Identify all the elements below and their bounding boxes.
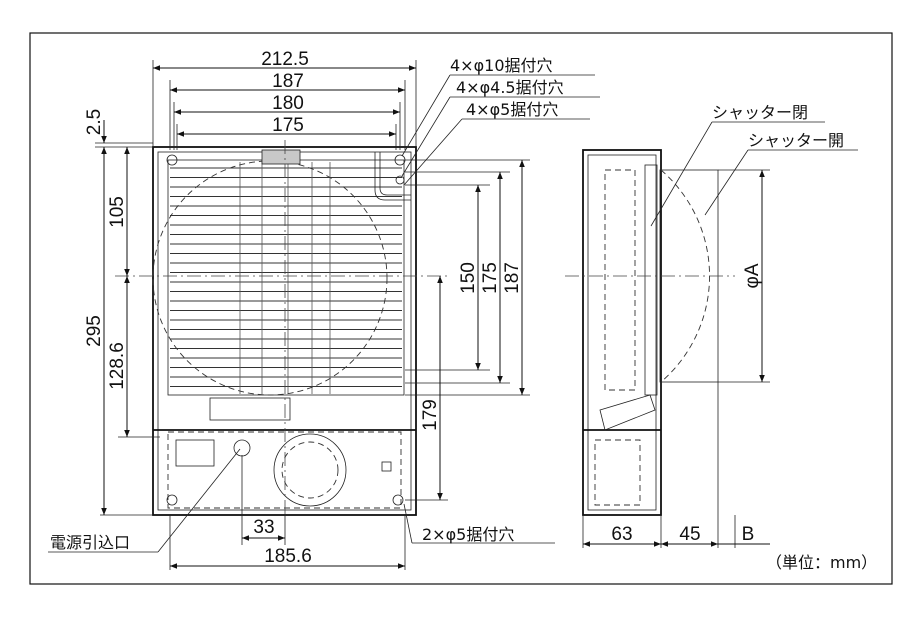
front-left-dims: 2.5 295 105 128.6	[84, 109, 160, 516]
side-dims: φA 63 45 B	[583, 169, 770, 547]
power-inlet-circle	[273, 433, 347, 507]
dim-b: B	[742, 524, 755, 545]
shutter-callouts: シャッター閉 シャッター開	[650, 103, 858, 227]
hole-callouts: 4×φ10据付穴 4×φ4.5据付穴 4×φ5据付穴 2×φ5据付穴 電源引込口	[48, 56, 600, 553]
label-4x5-holes: 4×φ5据付穴	[466, 100, 558, 119]
dim-185-6: 185.6	[264, 546, 312, 567]
label-2x5-holes: 2×φ5据付穴	[422, 525, 514, 544]
dim-2-5: 2.5	[84, 109, 105, 135]
dim-180: 180	[272, 93, 304, 114]
dim-187-top: 187	[272, 71, 304, 92]
drawing-frame	[29, 32, 893, 585]
side-body	[582, 149, 662, 516]
front-body	[152, 146, 417, 516]
front-bottom-dims: 33 185.6	[169, 455, 406, 570]
dim-33: 33	[253, 517, 274, 538]
dim-175-top: 175	[272, 115, 304, 136]
front-view	[115, 140, 450, 516]
dim-45: 45	[679, 524, 700, 545]
dim-63: 63	[611, 524, 632, 545]
label-shutter-open: シャッター開	[748, 131, 844, 150]
dim-128-6: 128.6	[107, 342, 128, 390]
dim-175-right: 175	[480, 262, 501, 294]
dim-212-5: 212.5	[261, 49, 309, 70]
label-4x4-5-holes: 4×φ4.5据付穴	[456, 78, 564, 97]
label-shutter-closed: シャッター閉	[712, 103, 808, 122]
label-power-inlet: 電源引込口	[50, 533, 130, 552]
front-width-dims: 212.5 187 180 175	[152, 49, 417, 150]
unit-label: （単位：mm）	[766, 553, 877, 572]
dim-phi-a: φA	[742, 263, 763, 288]
louver-grille	[167, 159, 405, 396]
front-right-dims: 150 175 187 179	[405, 159, 530, 501]
dim-150: 150	[458, 262, 479, 294]
dim-105: 105	[107, 196, 128, 228]
dim-179: 179	[420, 399, 441, 431]
label-4x10-holes: 4×φ10据付穴	[450, 56, 553, 75]
side-view	[565, 149, 736, 548]
dim-187-right: 187	[502, 262, 523, 294]
dim-295: 295	[84, 315, 105, 347]
